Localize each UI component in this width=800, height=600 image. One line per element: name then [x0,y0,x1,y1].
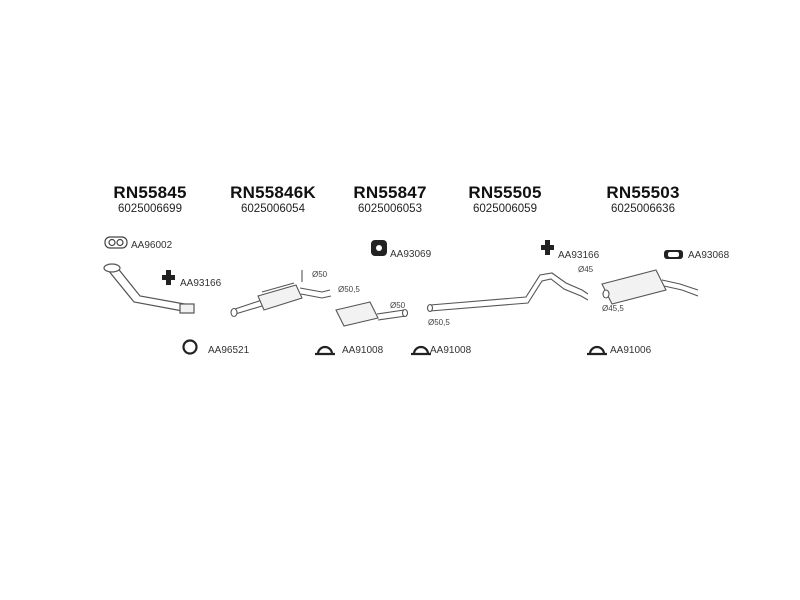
silencer-part [335,301,409,327]
rear-silencer-part [601,269,699,305]
part-label-aa91006: AA91006 [610,345,652,356]
part-label-aa93166: AA93166 [558,250,600,261]
dimension-label: Ø45,5 [602,304,624,313]
part-code: RN55847 [353,183,427,202]
part-label-aa91008: AA91008 [430,345,472,356]
part-number: 6025006699 [118,203,182,215]
part-label-aa93068: AA93068 [688,250,730,261]
part-code: RN55503 [606,183,680,202]
part-label-aa93069: AA93069 [390,249,432,260]
header-rn55847: RN55847 6025006053 [320,183,460,216]
dimension-label: Ø50 [390,301,406,310]
part-number: 6025006054 [241,203,305,215]
hanger-icon [541,240,554,255]
header-rn55846k: RN55846K 6025006054 [203,183,343,216]
clamp-icon [587,345,607,356]
dimension-label: Ø50 [312,270,328,279]
gasket-icon [104,236,128,249]
part-label-aa93166: AA93166 [180,278,222,289]
part-number: 6025006636 [611,203,675,215]
mount-icon [664,250,683,259]
mount-icon [371,240,387,256]
header-rn55845: RN55845 6025006699 [80,183,220,216]
header-rn55503: RN55503 6025006636 [573,183,713,216]
ring-icon [182,339,198,355]
clamp-icon [315,345,335,356]
dimension-label: Ø50,5 [428,318,450,327]
part-label-aa91008: AA91008 [342,345,384,356]
catalyst-part [230,270,332,318]
part-number: 6025006059 [473,203,537,215]
header-rn55505: RN55505 6025006059 [435,183,575,216]
front-pipe [103,263,195,314]
part-label-aa96002: AA96002 [131,240,173,251]
part-label-aa96521: AA96521 [208,345,250,356]
part-code: RN55845 [113,183,187,202]
clamp-icon [411,345,431,356]
middle-pipe [426,272,589,313]
dimension-label: Ø50,5 [338,285,360,294]
part-code: RN55846K [230,183,316,202]
dimension-label: Ø45 [578,265,594,274]
part-code: RN55505 [468,183,542,202]
part-number: 6025006053 [358,203,422,215]
hanger-icon [162,270,175,285]
